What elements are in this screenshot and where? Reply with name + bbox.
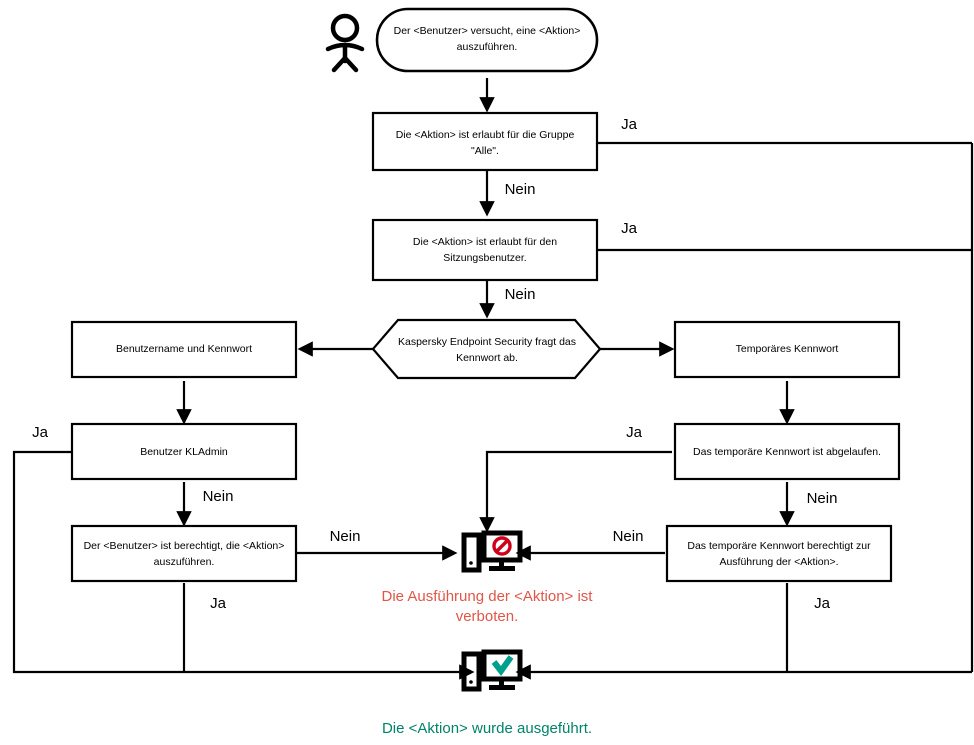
computer-allowed-icon xyxy=(461,649,523,692)
caption-denied-line2: verboten. xyxy=(456,608,519,625)
edge-label-group-all-ja: Ja xyxy=(621,116,638,133)
node-start: Der <Benutzer> versucht, eine <Aktion> a… xyxy=(375,7,599,73)
edge-label-group-all-nein: Nein xyxy=(505,181,536,198)
edge-label-user-permitted-ja: Ja xyxy=(210,595,227,612)
node-user-permitted: Der <Benutzer> ist berechtigt, die <Akti… xyxy=(70,524,298,583)
node-kladmin: Benutzer KLAdmin xyxy=(70,422,298,481)
node-group-all-line1: Die <Aktion> ist erlaubt für die Gruppe xyxy=(396,129,575,141)
user-actor-icon xyxy=(325,13,365,73)
node-kladmin-label: Benutzer KLAdmin xyxy=(140,446,228,458)
node-user-permitted-line1: Der <Benutzer> ist berechtigt, die <Akti… xyxy=(84,540,285,552)
edge-label-kladmin-ja: Ja xyxy=(32,424,49,441)
caption-denied-line1: Die Ausführung der <Aktion> ist xyxy=(382,588,594,605)
node-kes-prompt: Kaspersky Endpoint Security fragt das Ke… xyxy=(371,318,602,380)
node-user-password-label: Benutzername und Kennwort xyxy=(116,343,252,355)
node-session-user-line2: Sitzungsbenutzer. xyxy=(443,252,526,264)
node-group-all-line2: "Alle". xyxy=(471,145,499,157)
edge-label-temp-expired-ja: Ja xyxy=(626,424,643,441)
node-kes-prompt-line2: Kennwort ab. xyxy=(456,352,518,364)
node-session-user-line1: Die <Aktion> ist erlaubt für den xyxy=(413,236,557,248)
edge-label-session-user-nein: Nein xyxy=(505,286,536,303)
edge-label-user-permitted-nein: Nein xyxy=(330,528,361,545)
node-start-line1: Der <Benutzer> versucht, eine <Aktion> xyxy=(394,25,581,37)
node-kes-prompt-line1: Kaspersky Endpoint Security fragt das xyxy=(398,336,576,348)
node-temp-expired-label: Das temporäre Kennwort ist abgelaufen. xyxy=(693,446,881,458)
node-temp-password-label: Temporäres Kennwort xyxy=(736,343,839,355)
edge-label-session-user-ja: Ja xyxy=(621,220,638,237)
caption-allowed: Die <Aktion> wurde ausgeführt. xyxy=(382,720,592,737)
node-user-permitted-line2: auszuführen. xyxy=(154,556,215,568)
node-temp-permits-line2: Ausführung der <Aktion>. xyxy=(719,556,838,568)
node-temp-permits: Das temporäre Kennwort berechtigt zur Au… xyxy=(665,524,893,583)
node-group-all: Die <Aktion> ist erlaubt für die Gruppe … xyxy=(371,111,599,172)
node-temp-permits-line1: Das temporäre Kennwort berechtigt zur xyxy=(687,540,871,552)
edge-kladmin-ja xyxy=(12,450,475,680)
edge-label-temp-expired-nein: Nein xyxy=(807,490,838,507)
edge-label-temp-permits-ja: Ja xyxy=(814,595,831,612)
edge-label-temp-permits-nein: Nein xyxy=(613,528,644,545)
node-temp-expired: Das temporäre Kennwort ist abgelaufen. xyxy=(673,422,901,481)
computer-denied-icon xyxy=(461,530,523,573)
node-temp-password: Temporäres Kennwort xyxy=(673,320,901,379)
edge-label-kladmin-nein: Nein xyxy=(203,488,234,505)
node-session-user: Die <Aktion> ist erlaubt für den Sitzung… xyxy=(371,218,599,282)
edge-temp-expired-ja xyxy=(479,450,672,533)
node-user-password: Benutzername und Kennwort xyxy=(70,320,298,379)
node-start-line2: auszuführen. xyxy=(457,41,518,53)
